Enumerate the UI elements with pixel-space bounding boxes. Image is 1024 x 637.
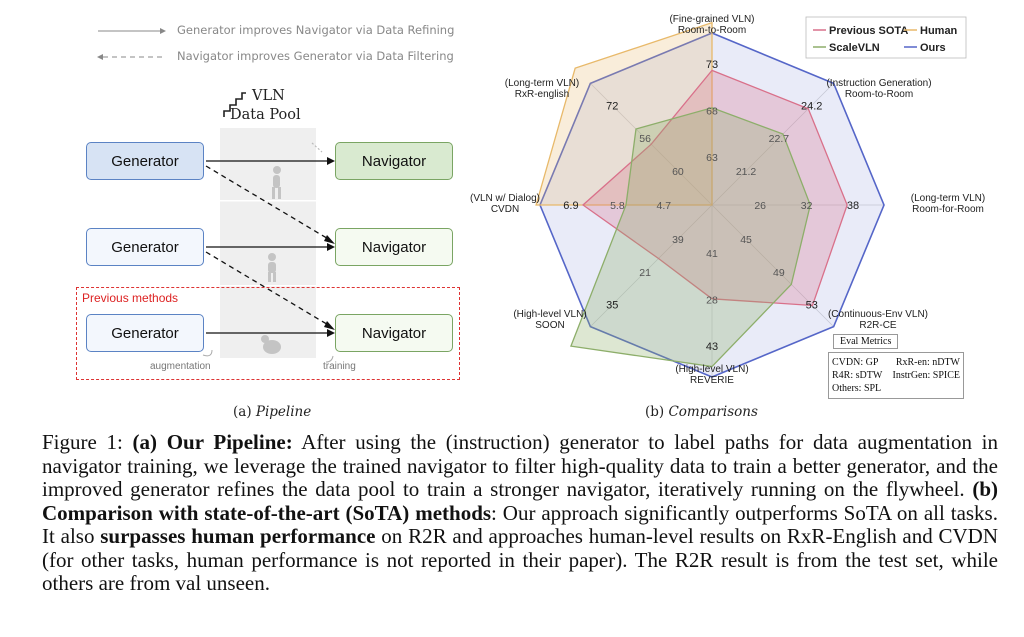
legend-filtering: Navigator improves Generator via Data Fi… <box>177 49 454 63</box>
axis-line <box>711 83 834 206</box>
legend-previous-sota: Previous SOTA <box>829 25 908 37</box>
axis-label-4-line2: REVERIE <box>690 375 734 386</box>
ours-value-0: 73 <box>706 59 718 71</box>
axis-label-0-line2: Room-to-Room <box>678 25 746 36</box>
axis-label-6-line2: CVDN <box>491 204 519 215</box>
axis-label-2-line1: (Long-term VLN) <box>911 193 985 204</box>
navigator-box-2: Navigator <box>335 228 453 266</box>
caption-fig: Figure 1: <box>42 430 133 454</box>
ours-value-7: 72 <box>606 100 618 112</box>
axis-label-1-line2: Room-to-Room <box>845 89 913 100</box>
caption-b-text2: on R2R and approaches human-level result… <box>42 524 999 595</box>
scale-value-7: 60 <box>672 166 684 178</box>
series-human <box>535 21 713 206</box>
ours-value-5: 35 <box>606 300 618 312</box>
axis-line <box>590 204 713 327</box>
prev-value-3: 49 <box>773 267 785 279</box>
caption-a-bold: (a) Our Pipeline: <box>132 430 293 454</box>
legend-refining: Generator improves Navigator via Data Re… <box>177 23 455 37</box>
radar-chart: 73 24.2 38 53 43 35 6.9 72 68 22.7 32 49 28 21 5.8 56 63… <box>470 14 985 386</box>
eval-metrics-panel: Eval Metrics CVDN: GP RxR-en: nDTW R4R: s… <box>828 334 964 399</box>
scale-value-3: 45 <box>740 234 752 246</box>
eval-metrics-title: Eval Metrics <box>833 334 899 349</box>
legend-scalevln: ScaleVLN <box>829 42 880 54</box>
axis-label-0-line1: (Fine-grained VLN) <box>669 14 754 25</box>
caption-a-text: After using the (instruction) generator … <box>42 430 998 501</box>
eval-rxr: RxR-en: nDTW <box>895 357 960 368</box>
prev-value-6: 5.8 <box>610 200 625 212</box>
eval-cvdn: CVDN: GP <box>832 357 879 368</box>
previous-methods-label: Previous methods <box>82 291 179 305</box>
navigator-box-1: Navigator <box>335 142 453 180</box>
ours-value-3: 53 <box>806 300 818 312</box>
caption-b-bold: (b) Comparison with state-of-the-art (So… <box>42 477 998 525</box>
chart-legend: Previous SOTA Human ScaleVLN Ours <box>805 16 967 59</box>
eval-r4r: R4R: sDTW <box>832 370 883 381</box>
prev-value-1: 22.7 <box>769 133 790 145</box>
scale-value-5: 39 <box>672 234 684 246</box>
generator-box-2: Generator <box>86 228 204 266</box>
axis-label-1-line1: (Instruction Generation) <box>826 78 931 89</box>
ours-value-2: 38 <box>847 200 859 212</box>
eval-metrics-body: CVDN: GP RxR-en: nDTW R4R: sDTW InstrGen: … <box>828 352 964 399</box>
caption-b-text1: : Our approach significantly outperforms… <box>42 500 998 548</box>
pool-title-line1: VLN <box>252 88 285 104</box>
axis-label-5-line2: SOON <box>535 320 564 331</box>
series-scalevln <box>570 107 811 368</box>
legend-human: Human <box>920 25 958 37</box>
scale-value-0: 63 <box>706 152 718 164</box>
scale-value-6: 4.7 <box>657 200 672 212</box>
scale-value-1: 21.2 <box>736 166 757 178</box>
legend-ours: Ours <box>920 42 946 54</box>
axis-line <box>711 204 834 327</box>
axis-label-4-line1: (High-level VLN) <box>675 364 748 375</box>
axis-label-5-line1: (High-level VLN) <box>513 309 586 320</box>
prev-value-4: 28 <box>706 295 718 307</box>
generator-box-3: Generator <box>86 314 204 352</box>
previous-methods-box <box>76 287 460 380</box>
figure-caption: Figure 1: (a) Our Pipeline: After using … <box>42 430 999 596</box>
ours-value-1: 24.2 <box>801 100 822 112</box>
axis-label-7-line2: RxR-english <box>515 89 569 100</box>
augmentation-label: augmentation <box>150 361 211 372</box>
axis-label-7-line1: (Long-term VLN) <box>505 78 579 89</box>
caption-b-bold2: surpasses human performance <box>100 524 376 548</box>
ours-value-6: 6.9 <box>563 200 578 212</box>
scale-value-4: 41 <box>706 248 718 260</box>
prev-value-7: 56 <box>639 133 651 145</box>
pool-title-line2: Data Pool <box>230 107 301 123</box>
pipeline-lines <box>97 28 335 363</box>
eval-others: Others: SPL <box>832 383 882 394</box>
navigator-box-3: Navigator <box>335 314 453 352</box>
series-previous-sota <box>581 69 848 307</box>
eval-instrgen: InstrGen: SPICE <box>892 370 961 381</box>
axis-label-3-line2: R2R-CE <box>859 320 897 331</box>
training-label: training <box>323 361 356 372</box>
subcaption-a: (a) Pipeline <box>233 404 312 420</box>
prev-value-0: 68 <box>706 105 718 117</box>
subcaption-b: (b) Comparisons <box>645 404 758 420</box>
axis-label-3-line1: (Continuous-Env VLN) <box>828 309 928 320</box>
generator-box-1: Generator <box>86 142 204 180</box>
ours-value-4: 43 <box>706 341 718 353</box>
prev-value-5: 21 <box>639 267 651 279</box>
scale-value-2: 26 <box>754 200 766 212</box>
prev-value-2: 32 <box>801 200 813 212</box>
axis-label-2-line2: Room-for-Room <box>912 204 984 215</box>
axis-label-6-line1: (VLN w/ Dialog) <box>470 193 540 204</box>
